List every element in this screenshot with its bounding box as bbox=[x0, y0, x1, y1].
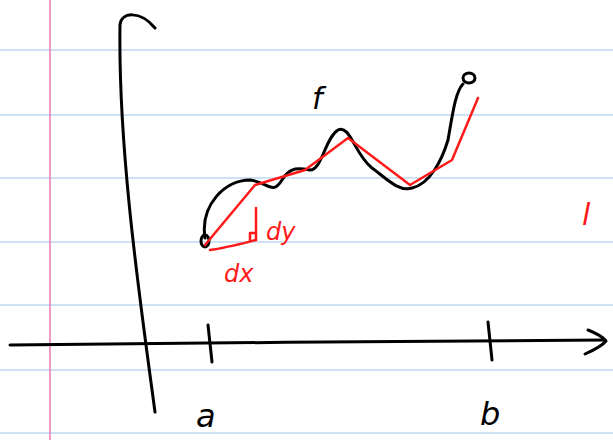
axis-tick-label: a bbox=[196, 400, 216, 432]
axes bbox=[10, 15, 606, 412]
axis-tick-label: b bbox=[480, 398, 500, 430]
curve-f bbox=[201, 73, 475, 247]
dy-label: dy bbox=[266, 220, 295, 244]
function-label: f bbox=[312, 84, 323, 114]
polyline-approximation bbox=[205, 98, 478, 250]
length-label: l bbox=[582, 200, 590, 230]
margin-line bbox=[49, 0, 51, 440]
ruled-lines bbox=[0, 50, 613, 433]
dx-label: dx bbox=[224, 262, 253, 286]
